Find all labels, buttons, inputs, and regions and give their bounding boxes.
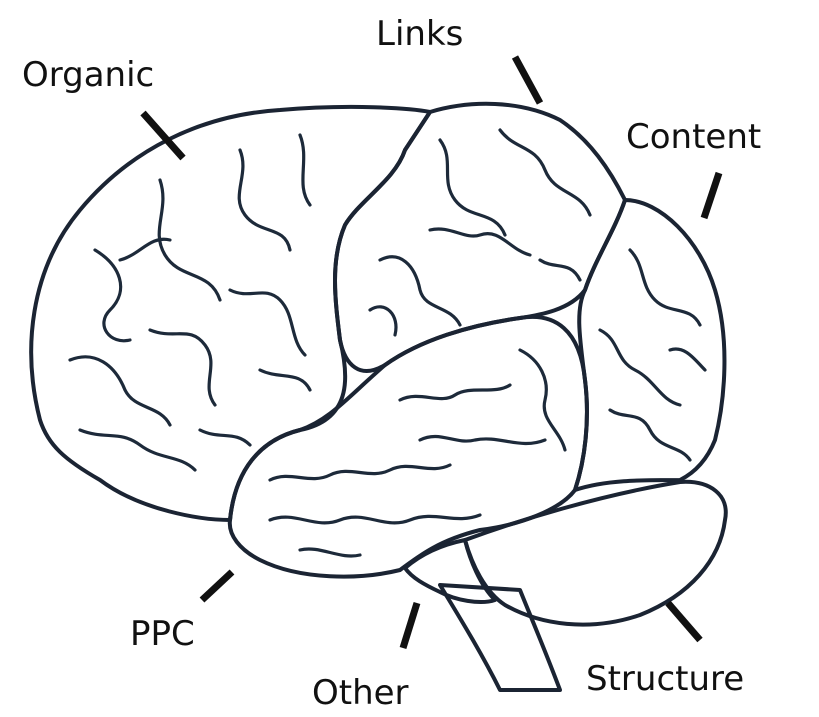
links-leader [515, 57, 540, 103]
ppc-region [230, 317, 587, 577]
label-other: Other [312, 673, 409, 713]
other-region [405, 540, 495, 602]
structure-leader [668, 603, 700, 640]
structure-region [465, 482, 726, 625]
ppc-leader [202, 572, 232, 600]
links-folds [370, 130, 590, 335]
ppc-folds [270, 350, 565, 556]
content-leader [704, 173, 719, 218]
label-structure: Structure [586, 659, 744, 699]
label-content: Content [626, 117, 761, 157]
label-organic: Organic [22, 55, 154, 95]
label-links: Links [376, 14, 463, 54]
content-folds [600, 250, 705, 460]
content-region [575, 200, 724, 490]
label-ppc: PPC [130, 614, 195, 654]
organic-region [31, 107, 430, 520]
other-leader [403, 603, 417, 648]
